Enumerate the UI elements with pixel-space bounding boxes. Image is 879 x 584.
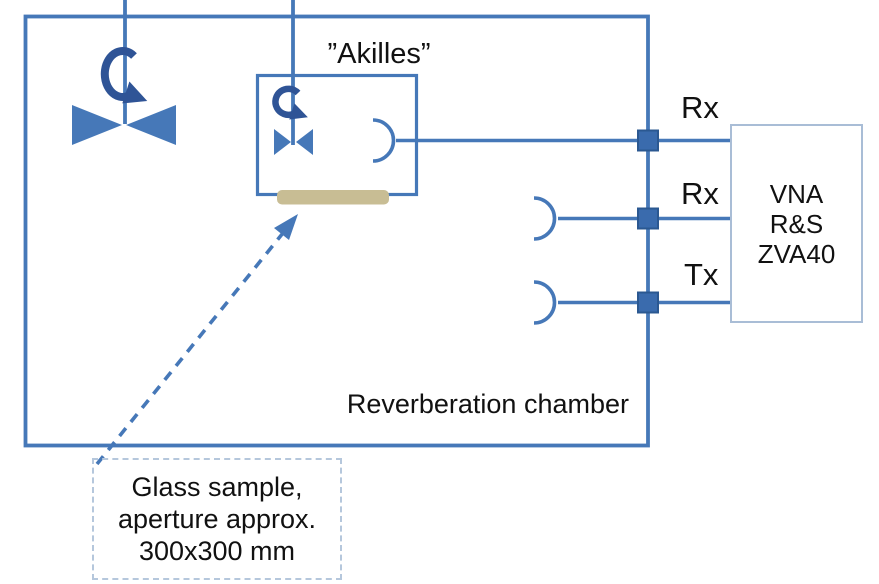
vna-label-line2: R&S xyxy=(769,208,824,239)
wall-connector-tx xyxy=(637,291,659,314)
glass-sample-bar xyxy=(277,190,389,205)
glass-note-line1: Glass sample, xyxy=(131,472,303,502)
wall-connector-rx1 xyxy=(637,129,659,152)
rotation-arrow-main-icon xyxy=(100,47,148,104)
annotation-arrow xyxy=(95,214,298,466)
glass-note-line2: aperture approx. xyxy=(117,504,317,534)
vna-box: VNA R&S ZVA40 xyxy=(730,124,863,323)
stirrer-paddle-main-icon xyxy=(72,105,176,145)
antenna-akilles-icon xyxy=(372,118,396,163)
antenna-tx-icon xyxy=(533,280,557,325)
glass-note-line3: 300x300 mm xyxy=(138,536,296,566)
rotation-arrow-akilles-icon xyxy=(272,85,308,120)
glass-sample-note-box: Glass sample, aperture approx. 300x300 m… xyxy=(92,458,342,580)
port-label-rx1: Rx xyxy=(681,90,719,125)
chamber-outline xyxy=(23,14,650,448)
port-label-tx: Tx xyxy=(684,257,719,292)
vna-label-line1: VNA xyxy=(769,178,824,209)
stirrer-paddle-akilles-icon xyxy=(274,129,313,155)
vna-label-line3: ZVA40 xyxy=(757,238,836,269)
chamber-label: Reverberation chamber xyxy=(346,389,629,419)
antenna-rx2-icon xyxy=(533,196,557,241)
akilles-label: ”Akilles” xyxy=(327,38,431,70)
port-label-rx2: Rx xyxy=(681,176,719,211)
wall-connector-rx2 xyxy=(637,207,659,230)
